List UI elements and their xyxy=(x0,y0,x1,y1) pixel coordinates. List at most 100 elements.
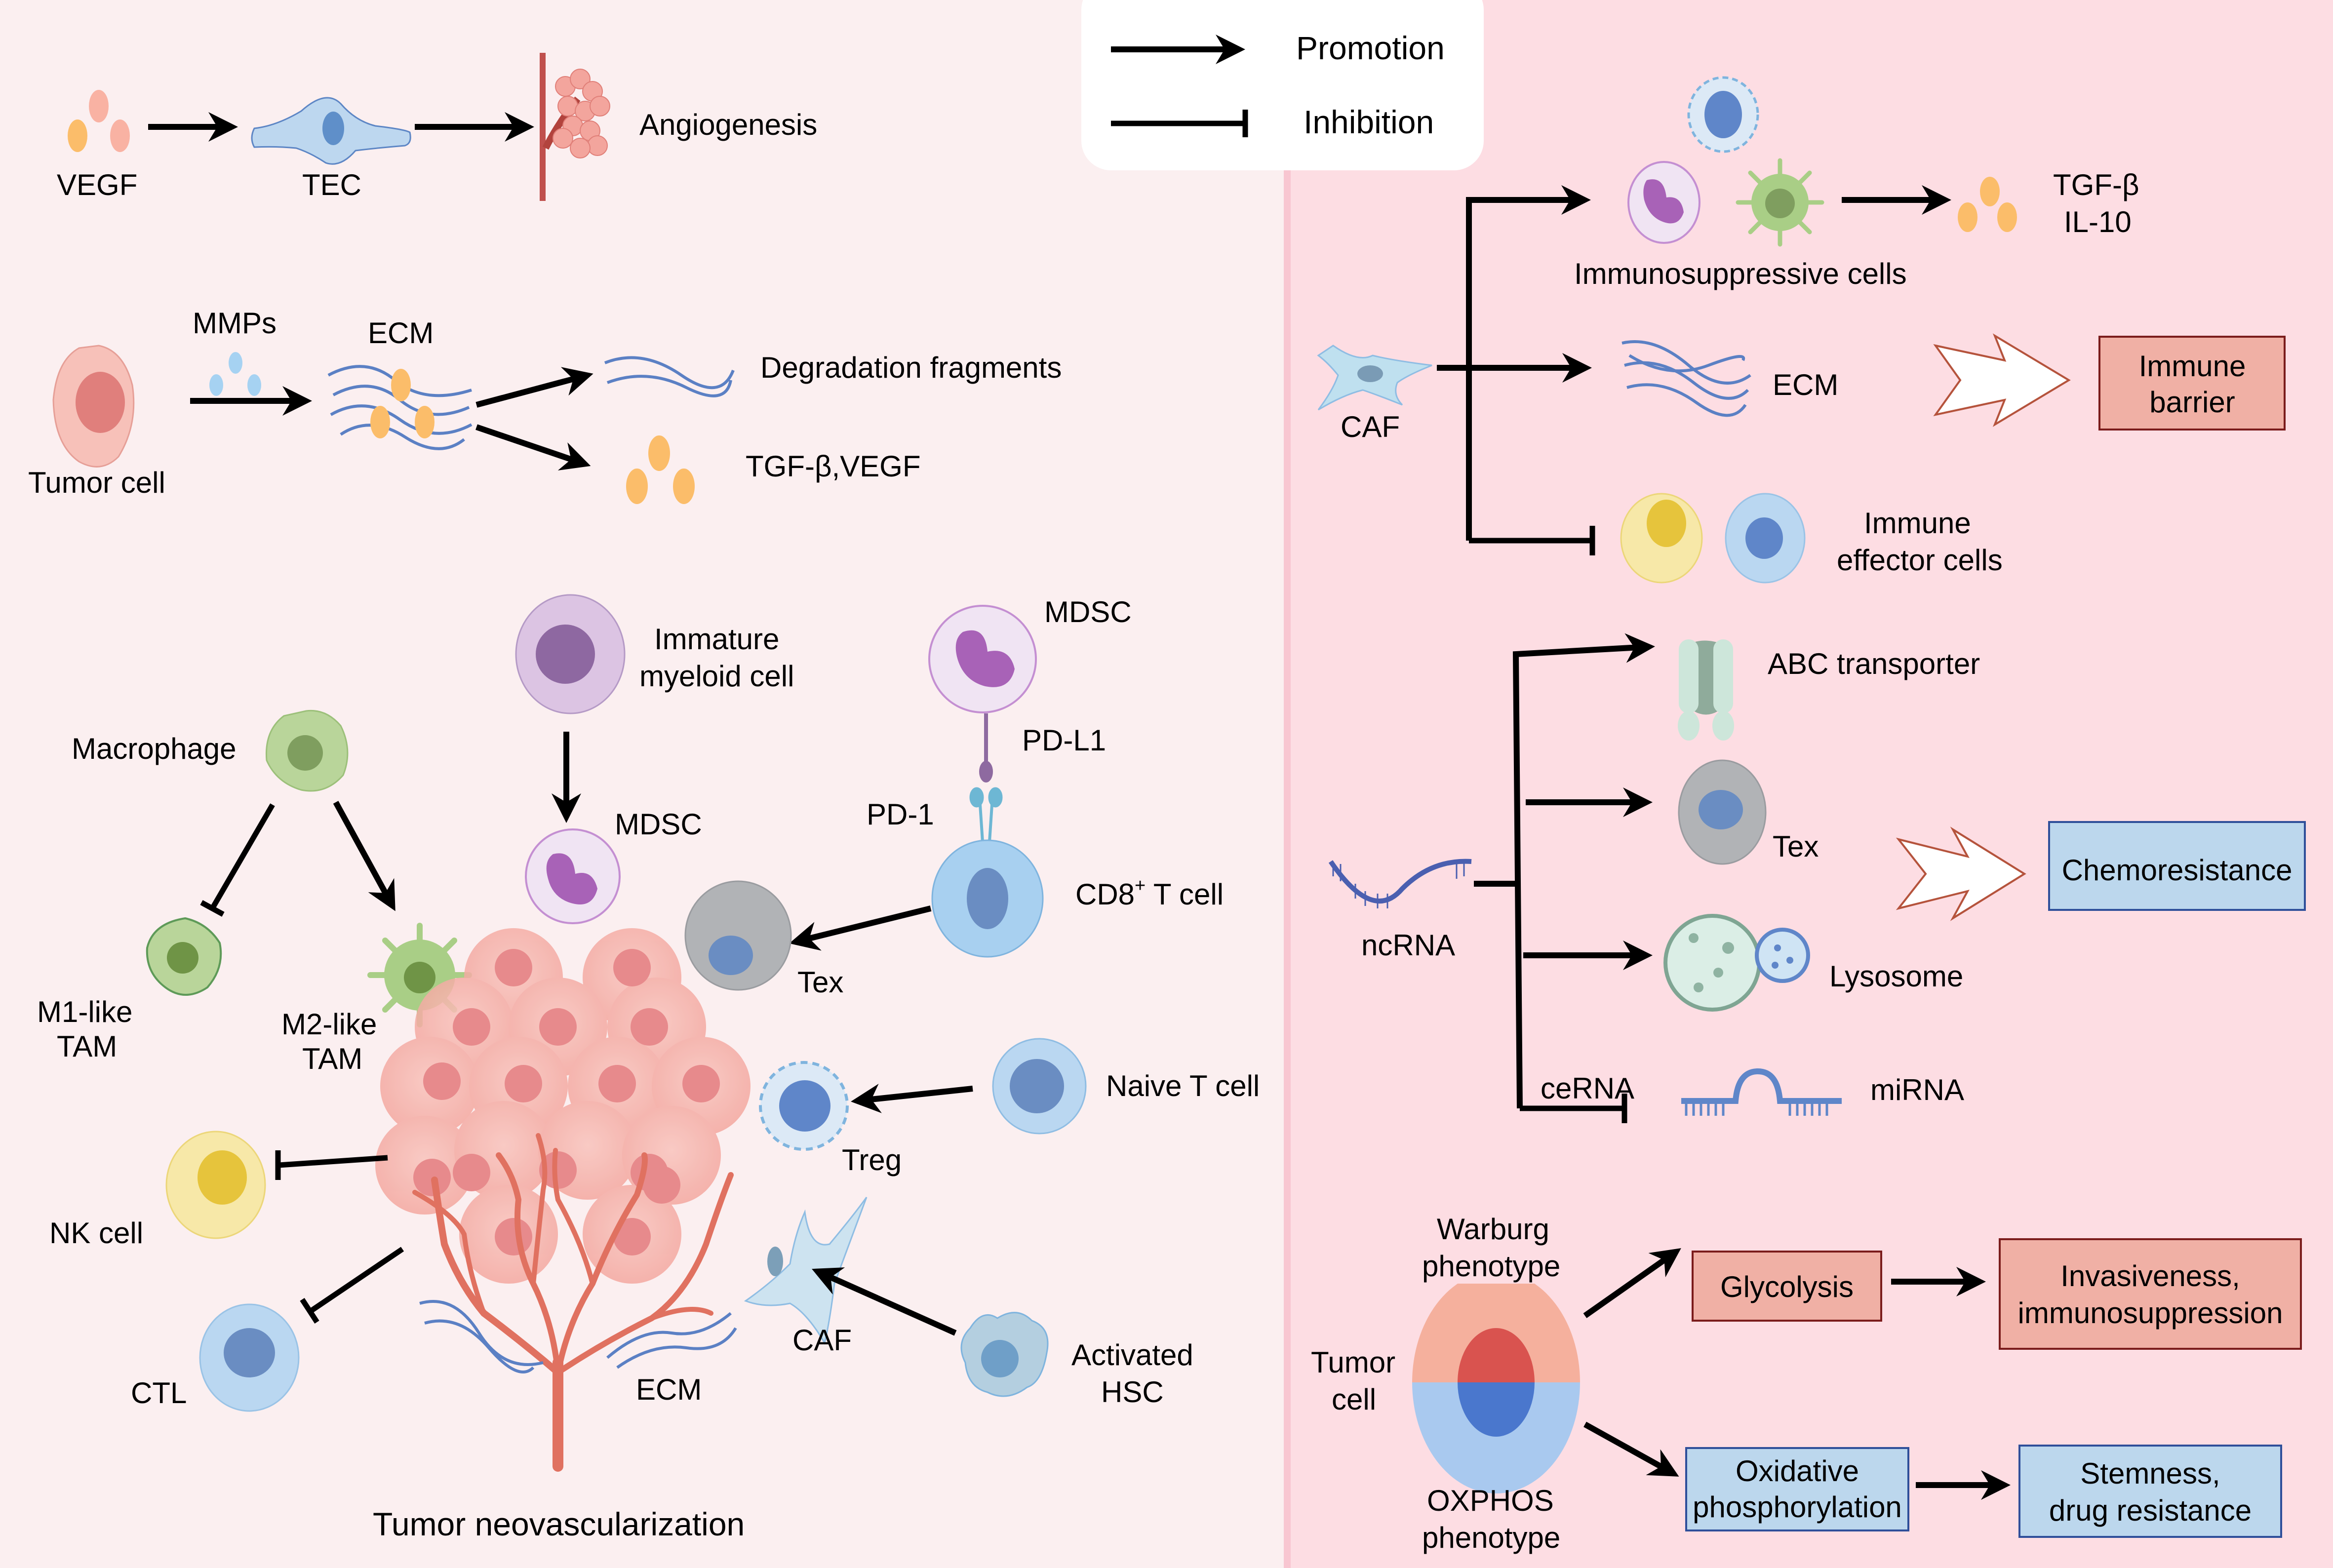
tumor-to-ctl-inhibition xyxy=(309,1247,404,1313)
naive-to-treg-arrow xyxy=(851,1084,973,1113)
mmps-label: MMPs xyxy=(193,307,277,340)
ecm-to-degradation-arrow xyxy=(475,367,593,408)
cd8-label-suffix: T cell xyxy=(1146,878,1224,911)
mdsc-center-label: MDSC xyxy=(615,808,702,841)
il10-label: IL-10 xyxy=(2064,205,2132,238)
warburg-label-line1: Warburg xyxy=(1437,1213,1549,1246)
caf-to-immunosuppressive-arrow xyxy=(1466,185,1591,541)
tumor-microenvironment: Macrophage M1-like TAM M2-like TAM xyxy=(37,594,1260,1542)
cerna-label: ceRNA xyxy=(1541,1072,1634,1105)
tgf-il10-icon xyxy=(1958,177,2017,232)
tumor-right-label-line1: Tumor xyxy=(1311,1346,1395,1379)
ecm-right-label: ECM xyxy=(1773,368,1838,401)
cd8-t-cell-icon xyxy=(931,839,1044,958)
ctl-inhibition-bar xyxy=(300,1297,319,1324)
tumor-cell-label: Tumor cell xyxy=(28,466,165,499)
tumor-cluster-icon xyxy=(375,928,751,1284)
effector-label-line2: effector cells xyxy=(1837,544,2003,577)
caf-right-label: CAF xyxy=(1341,410,1400,443)
ecm-row: Tumor cell MMPs ECM Degradation fragmen xyxy=(28,307,1062,504)
effector-label-line1: Immune xyxy=(1864,507,1971,540)
ncrna-to-abc-arrow xyxy=(1512,633,1655,1109)
ecm-label: ECM xyxy=(368,316,434,350)
naive-t-cell-label: Naive T cell xyxy=(1106,1069,1260,1102)
pd-1-icon xyxy=(969,787,1003,842)
pd-l1-icon xyxy=(979,713,993,783)
immunosuppressive-label: Immunosuppressive cells xyxy=(1574,257,1907,290)
chemoresistance-label: Chemoresistance xyxy=(2062,854,2293,887)
nk-cell-label: NK cell xyxy=(49,1216,143,1250)
cd8-to-tex-arrow xyxy=(789,905,932,951)
hsc-to-caf-arrow xyxy=(812,1267,957,1336)
caf-left-label: CAF xyxy=(792,1324,852,1357)
activated-hsc-icon xyxy=(960,1312,1049,1397)
ctl-cell-icon xyxy=(199,1303,300,1412)
tex-label: Tex xyxy=(797,966,843,999)
m1-label-line2: TAM xyxy=(57,1030,117,1063)
immunosuppressive-cells-icon xyxy=(1627,76,1824,247)
ncrna-icon xyxy=(1328,859,1472,908)
tgf-vegf-icon xyxy=(626,435,695,504)
macrophage-to-m1-inhibition xyxy=(210,803,275,910)
glycolysis-box xyxy=(1692,1251,1882,1322)
stemness-box xyxy=(2018,1445,2282,1538)
oxidative-line1: Oxidative xyxy=(1736,1454,1859,1488)
degradation-fragments-icon xyxy=(604,356,735,397)
warburg-label-line2: phenotype xyxy=(1422,1250,1560,1283)
hsc-label-line1: Activated xyxy=(1071,1338,1193,1372)
tec-label: TEC xyxy=(302,168,361,201)
pd-1-label: PD-1 xyxy=(867,798,934,831)
oxidative-line2: phosphorylation xyxy=(1693,1490,1902,1524)
m2-label-line2: TAM xyxy=(302,1042,362,1075)
ecm-to-barrier-chevron xyxy=(1933,333,2071,427)
tec-cell-icon xyxy=(251,97,411,165)
immature-label-line1: Immature xyxy=(654,623,779,656)
angiogenesis-row: VEGF TEC Angiogenesis xyxy=(57,53,817,201)
nk-cell-icon xyxy=(165,1131,266,1239)
angiogenesis-label: Angiogenesis xyxy=(639,108,817,141)
oxphos-label-line1: OXPHOS xyxy=(1427,1484,1554,1517)
degradation-fragments-label: Degradation fragments xyxy=(760,351,1062,384)
mirna-icon xyxy=(1681,1068,1842,1116)
invasiveness-box xyxy=(1999,1238,2302,1350)
invasiveness-line2: immunosuppression xyxy=(2018,1296,2283,1330)
tumor-cell-icon xyxy=(52,345,135,468)
ncrna-section: ncRNA ceRNA ABC transporter Tex Chemores… xyxy=(1328,633,2306,1123)
tumor-to-glycolysis-arrow xyxy=(1583,1248,1681,1318)
tumor-to-oxphos-arrow xyxy=(1583,1421,1679,1477)
tex-cell-icon xyxy=(684,880,792,991)
legend-inhibition-label: Inhibition xyxy=(1304,104,1434,140)
m1-inhibition-bar xyxy=(200,900,225,917)
tumor-to-nk-inhibition xyxy=(278,1155,388,1168)
macrophage-to-m2-arrow xyxy=(333,801,395,911)
cd8-label-prefix: CD8 xyxy=(1075,878,1135,911)
tgf-vegf-label: TGF-β,VEGF xyxy=(746,450,921,483)
metabolism-section: Warburg phenotype Tumor cell OXPHOS phen… xyxy=(1311,1213,2302,1554)
vegf-label: VEGF xyxy=(57,168,137,201)
tumor-right-label-line2: cell xyxy=(1332,1383,1376,1416)
stemness-line2: drug resistance xyxy=(2049,1494,2252,1527)
glycolysis-label: Glycolysis xyxy=(1720,1270,1854,1303)
macrophage-icon xyxy=(265,709,349,792)
naive-t-cell-icon xyxy=(992,1038,1087,1135)
lysosome-icon xyxy=(1663,914,1810,1012)
legend-promotion-label: Promotion xyxy=(1296,30,1445,66)
treg-label: Treg xyxy=(842,1143,902,1176)
immune-barrier-box xyxy=(2098,336,2286,431)
cd8-label-sup: + xyxy=(1135,875,1146,896)
vegf-icon xyxy=(68,90,130,152)
metabolic-tumor-cell-icon xyxy=(1412,1284,1580,1493)
legend: Promotion Inhibition xyxy=(1081,0,1484,170)
panel-divider xyxy=(1284,0,1291,1568)
immune-barrier-line2: barrier xyxy=(2149,386,2235,419)
tme-title: Tumor neovascularization xyxy=(373,1506,745,1542)
tex-right-label: Tex xyxy=(1773,830,1819,863)
ecm-to-factors-arrow xyxy=(475,424,591,470)
m1-label-line1: M1-like xyxy=(37,995,132,1028)
invasiveness-line1: Invasiveness, xyxy=(2060,1259,2240,1293)
ecm-cluster-label: ECM xyxy=(636,1373,702,1406)
ecm-with-factors-icon xyxy=(327,365,473,450)
left-panel-bg xyxy=(0,0,1286,1568)
m2-label-line1: M2-like xyxy=(281,1008,377,1041)
